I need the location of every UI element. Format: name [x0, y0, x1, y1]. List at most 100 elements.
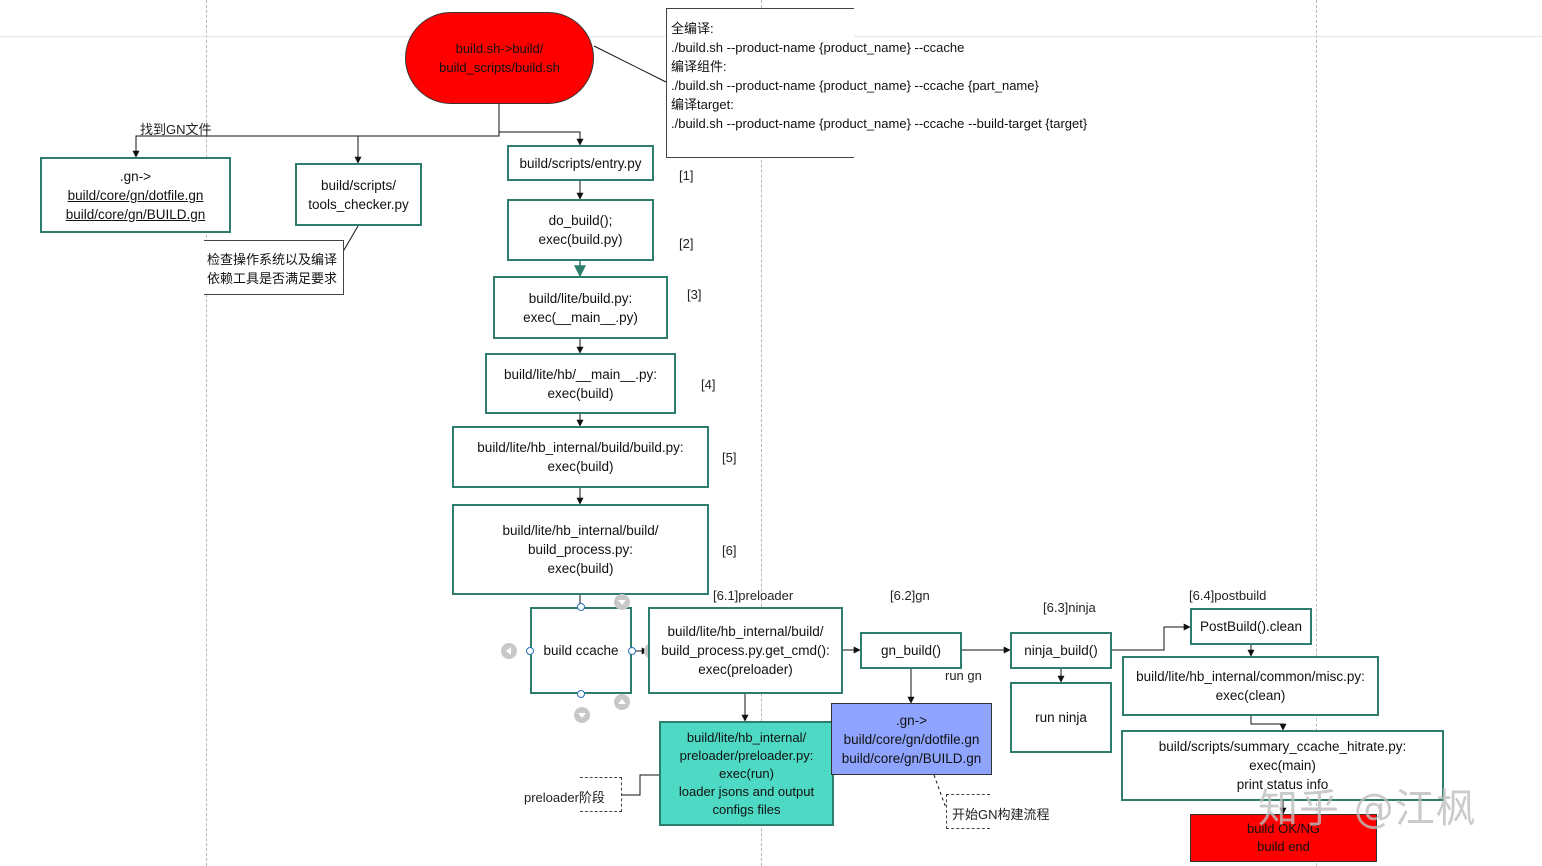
step-tag: [5] [722, 450, 737, 465]
connection-handle[interactable] [628, 647, 636, 655]
gn-files-line: build/core/gn/dotfile.gn [67, 187, 204, 203]
step-line: build_process.py: [527, 542, 634, 557]
run-gn-label: run gn [945, 668, 982, 683]
summary-line: exec(main) [1249, 758, 1316, 773]
step-line: exec(build.py) [538, 232, 623, 247]
step-line: build/lite/hb/__main__.py: [503, 366, 658, 382]
find-gn-label: 找到GN文件 [140, 122, 212, 137]
tools-note-line: 检查操作系统以及编译 [206, 252, 337, 267]
preloader-stage-bracket [580, 777, 622, 812]
step-line: build/scripts/entry.py [519, 155, 642, 171]
summary-ccache-box: build/scripts/summary_ccache_hitrate.py:… [1121, 730, 1444, 801]
step-line: do_build(); [548, 213, 613, 228]
build-ccache-label: build ccache [543, 643, 619, 658]
connection-handle[interactable] [577, 603, 585, 611]
preloader-box: build/lite/hb_internal/build/ build_proc… [648, 607, 843, 694]
run-ninja-box: run ninja [1010, 682, 1112, 753]
chevron-left-icon[interactable] [501, 643, 517, 659]
step-tag: [2] [679, 236, 694, 251]
usage-note-line: 编译target: [671, 97, 734, 112]
gn-detail-line: build/core/gn/dotfile.gn [843, 731, 980, 747]
connection-handle[interactable] [577, 690, 585, 698]
run-ninja-label: run ninja [1035, 710, 1087, 725]
step-entry-box: build/scripts/entry.py [507, 145, 654, 181]
gn-detail-line: .gn-> [895, 712, 928, 728]
gn-detail-line: build/core/gn/BUILD.gn [841, 750, 982, 766]
step-line: build/lite/hb_internal/build/ [502, 523, 659, 538]
usage-note-line: 编译组件: [671, 59, 727, 74]
tools-note-line: 依赖工具是否满足要求 [206, 271, 337, 286]
gn-start-bracket [946, 794, 990, 829]
gn-files-box: .gn-> build/core/gn/dotfile.gn build/cor… [40, 157, 231, 233]
misc-line: build/lite/hb_internal/common/misc.py: [1136, 669, 1365, 684]
step-tag: [6] [722, 543, 737, 558]
tools-checker-note: 检查操作系统以及编译 依赖工具是否满足要求 [204, 240, 344, 295]
gn-start-label: 开始GN构建流程 [952, 807, 1050, 822]
summary-line: print status info [1236, 777, 1329, 792]
connection-handle[interactable] [526, 647, 534, 655]
build-ccache-box[interactable]: build ccache [530, 607, 632, 694]
watermark: 知乎 @江枫 [1258, 786, 1477, 832]
guide-line [1316, 0, 1317, 866]
step-lite-build-box: build/lite/build.py: exec(__main__.py) [493, 276, 668, 339]
usage-note-line: 全编译: [671, 21, 714, 36]
ninja-build-box: ninja_build() [1010, 632, 1112, 669]
preloader-detail-line: exec(run) [719, 765, 774, 781]
preloader-line: exec(preloader) [698, 662, 793, 677]
step-line: build/lite/build.py: [528, 290, 633, 306]
step-line: exec(build) [547, 385, 614, 401]
gn-detail-box: .gn-> build/core/gn/dotfile.gn build/cor… [831, 703, 992, 775]
gn-files-line: build/core/gn/BUILD.gn [65, 206, 206, 222]
build-sh-terminal: build.sh->build/ build_scripts/build.sh [405, 12, 594, 104]
gn-tag: [6.2]gn [890, 588, 930, 603]
preloader-detail-box: build/lite/hb_internal/ preloader/preloa… [659, 721, 834, 826]
postbuild-clean-box: PostBuild().clean [1190, 608, 1312, 645]
step-hb-build-box: build/lite/hb_internal/build/build.py: e… [452, 426, 709, 488]
usage-note-line: ./build.sh --product-name {product_name}… [671, 40, 965, 55]
preloader-detail-line: configs files [712, 801, 781, 817]
step-line: build/lite/hb_internal/build/build.py: [477, 440, 684, 455]
guide-line [206, 0, 207, 866]
usage-note-line: ./build.sh --product-name {product_name}… [671, 78, 1039, 93]
preloader-tag: [6.1]preloader [713, 588, 794, 603]
step-tag: [3] [687, 287, 702, 302]
step-hb-main-box: build/lite/hb/__main__.py: exec(build) [485, 353, 676, 414]
preloader-detail-line: preloader/preloader.py: [679, 747, 814, 763]
step-build-process-box: build/lite/hb_internal/build/ build_proc… [452, 504, 709, 595]
build-end-line: build end [1257, 839, 1310, 854]
gn-build-label: gn_build() [880, 643, 942, 658]
misc-clean-box: build/lite/hb_internal/common/misc.py: e… [1122, 656, 1379, 716]
tools-checker-line: build/scripts/ [320, 177, 397, 193]
gn-build-box: gn_build() [860, 632, 962, 669]
preloader-line: build/lite/hb_internal/build/ [667, 624, 824, 639]
ninja-tag: [6.3]ninja [1043, 600, 1096, 615]
chevron-up-icon[interactable] [614, 694, 630, 710]
step-line: exec(build) [547, 561, 614, 576]
postbuild-tag: [6.4]postbuild [1189, 588, 1267, 603]
terminal-line: build_scripts/build.sh [439, 60, 560, 75]
preloader-line: build_process.py.get_cmd(): [661, 643, 830, 658]
summary-line: build/scripts/summary_ccache_hitrate.py: [1158, 739, 1407, 754]
guide-line [761, 0, 762, 866]
tools-checker-box: build/scripts/ tools_checker.py [295, 163, 422, 226]
preloader-detail-line: build/lite/hb_internal/ [686, 729, 807, 745]
ninja-build-label: ninja_build() [1024, 643, 1098, 658]
step-tag: [4] [701, 377, 716, 392]
usage-note-line: ./build.sh --product-name {product_name}… [671, 116, 1088, 131]
terminal-line: build.sh->build/ [455, 41, 544, 56]
tools-checker-line: tools_checker.py [308, 196, 409, 212]
chevron-down-icon[interactable] [574, 707, 590, 723]
step-tag: [1] [679, 168, 694, 183]
step-do-build-box: do_build(); exec(build.py) [507, 199, 654, 261]
gn-files-line: .gn-> [119, 168, 152, 184]
step-line: exec(build) [547, 459, 614, 474]
postbuild-clean-label: PostBuild().clean [1199, 619, 1303, 634]
chevron-down-icon[interactable] [614, 594, 630, 610]
misc-line: exec(clean) [1215, 688, 1286, 703]
usage-note: 全编译: ./build.sh --product-name {product_… [666, 8, 1088, 158]
step-line: exec(__main__.py) [523, 309, 638, 325]
preloader-stage-label: preloader阶段 [524, 790, 605, 805]
preloader-detail-line: loader jsons and output [678, 783, 815, 799]
build-end-box: build OK/NG build end [1190, 814, 1377, 862]
